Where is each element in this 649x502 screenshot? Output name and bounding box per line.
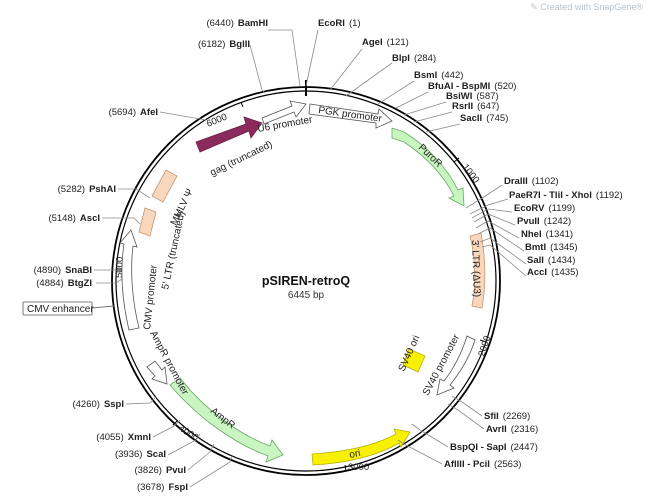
site-acci: AccI(1435) — [527, 267, 579, 278]
plasmid-length: 6445 bp — [288, 290, 325, 301]
watermark-text: Created with SnapGene® — [540, 2, 643, 12]
feature-puror[interactable] — [391, 127, 465, 207]
site-sfii: SfiI(2269) — [484, 411, 530, 422]
site-nhei: NheI(1341) — [521, 229, 573, 240]
site-ecori: EcoRI(1) — [318, 18, 361, 29]
site-sali: SalI(1434) — [527, 255, 575, 266]
site-labels: (6440)BamHI EcoRI(1) (6182)BglII AgeI(12… — [34, 18, 623, 493]
tick-4000 — [172, 420, 178, 426]
snapgene-watermark: ✎ Created with SnapGene® — [530, 2, 643, 13]
tick-2000 — [479, 339, 487, 343]
label-3ltr: 3' LTR (ΔU3) — [469, 240, 482, 298]
feature-sv40-promoter[interactable] — [436, 335, 476, 396]
label-pgk-promoter: PGK promoter — [318, 105, 383, 125]
label-gag: gag (truncated) — [208, 139, 274, 179]
site-sspi: (4260)SspI — [72, 399, 124, 410]
feature-sv40-ori[interactable] — [402, 348, 426, 373]
site-blpi: BlpI(284) — [392, 53, 436, 64]
site-fspi: (3678)FspI — [137, 482, 188, 493]
site-bfuai: BfuAI - BspMI(520) — [428, 81, 516, 92]
site-bglii: (6182)BglII — [198, 39, 250, 50]
site-sacii: SacII(745) — [460, 113, 508, 124]
cmv-enhancer-label: CMV enhancer — [27, 304, 94, 315]
feature-gag[interactable] — [195, 116, 263, 153]
site-pshai: (5282)PshAI — [58, 184, 116, 195]
site-paer7i: PaeR7I - TliI - XhoI(1192) — [509, 190, 623, 201]
feature-ampr-promoter[interactable] — [146, 360, 168, 385]
site-bmti: BmtI(1345) — [525, 242, 578, 253]
label-ori: ori — [348, 448, 361, 461]
tick-label-3000: 3000 — [348, 462, 369, 473]
site-afei: (5694)AfeI — [109, 107, 158, 118]
snapgene-logo-icon: ✎ — [530, 2, 538, 12]
site-agei: AgeI(121) — [362, 37, 409, 48]
site-pvuii: PvuII(1242) — [517, 216, 571, 227]
tick-3000 — [344, 464, 347, 472]
tick-label-6000: 6000 — [205, 112, 229, 130]
tick-label-2000: 2000 — [476, 334, 493, 358]
tick-label-5000: 5000 — [114, 257, 126, 279]
site-bamhi: (6440)BamHI — [206, 18, 268, 29]
site-snabi: (4890)SnaBI — [34, 265, 92, 276]
site-afliii: AflIII - PciI(2563) — [444, 459, 521, 470]
tick-1000 — [453, 157, 460, 163]
tick-6000 — [240, 101, 244, 108]
feature-ori[interactable] — [311, 428, 411, 466]
site-ecorv: EcoRV(1199) — [514, 203, 575, 214]
site-leaders — [94, 29, 527, 488]
cmv-enhancer-callout[interactable]: CMV enhancer — [22, 301, 115, 316]
site-rsrii: RsrII(647) — [452, 101, 499, 112]
cmv-enhancer-box — [22, 301, 93, 316]
site-asci: (5148)AscI — [48, 213, 100, 224]
feature-u6-promoter[interactable] — [261, 100, 307, 125]
site-avrii: AvrII(2316) — [486, 424, 538, 435]
cmv-enhancer-leader — [91, 305, 115, 309]
label-cmv-promoter: CMV promoter — [142, 264, 160, 330]
feature-cmv-promoter[interactable] — [119, 229, 140, 331]
plasmid-name: pSIREN-retroQ — [262, 274, 350, 288]
feature-ampr[interactable] — [169, 377, 284, 463]
site-bsmi: BsmI(442) — [414, 70, 463, 81]
feature-3ltr[interactable] — [469, 232, 486, 309]
site-scai: (3936)ScaI — [115, 449, 166, 460]
features — [119, 100, 486, 466]
site-bspqi: BspQI - SapI(2447) — [450, 442, 538, 453]
site-bsiwi: BsiWI(587) — [446, 91, 499, 102]
feature-mmlv-psi[interactable] — [151, 169, 178, 203]
site-draiii: DraIII(1102) — [504, 176, 559, 187]
feature-5ltr[interactable] — [138, 207, 157, 237]
site-pvui: (3826)PvuI — [134, 465, 186, 476]
feature-pgk-promoter[interactable] — [308, 103, 393, 129]
site-btgzi: (4884)BtgZI — [36, 278, 92, 289]
site-xmni: (4055)XmnI — [96, 432, 151, 443]
